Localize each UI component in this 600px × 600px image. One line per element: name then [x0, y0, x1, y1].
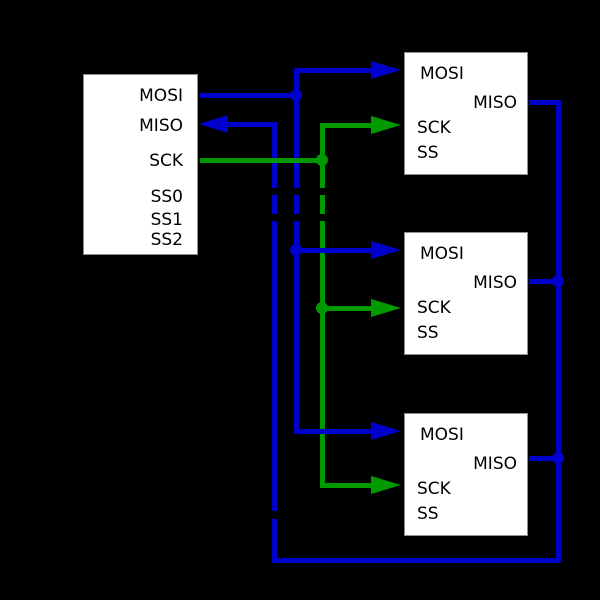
mosi-rail-segment — [294, 195, 299, 214]
miso-line-master-in — [226, 122, 276, 127]
sck-line-slave3 — [320, 483, 374, 488]
spi-slave1-box: MOSI MISO SCK SS — [404, 52, 528, 175]
slave2-pin-ss: SS — [417, 323, 439, 343]
mosi-rail-segment — [294, 68, 299, 188]
sck-arrowhead-slave1 — [371, 116, 401, 134]
sck-rail-segment — [320, 195, 325, 214]
slave3-pin-sck: SCK — [417, 479, 451, 499]
miso-right-rail — [556, 100, 561, 562]
slave3-pin-mosi: MOSI — [420, 425, 464, 445]
sck-arrowhead-slave2 — [371, 299, 401, 317]
miso-stub-slave3 — [529, 456, 560, 461]
sck-arrowhead-slave3 — [371, 476, 401, 494]
miso-return-segment — [272, 519, 277, 562]
sck-junction-dot-top — [316, 154, 328, 166]
master-pin-miso: MISO — [139, 116, 183, 136]
mosi-line-slave1 — [294, 68, 374, 73]
spi-slave2-box: MOSI MISO SCK SS — [404, 232, 528, 355]
mosi-junction-dot-top — [290, 89, 302, 101]
sck-rail-segment — [320, 221, 325, 487]
slave1-pin-sck: SCK — [417, 118, 451, 138]
slave1-pin-miso: MISO — [473, 93, 517, 113]
mosi-rail-segment — [294, 221, 299, 433]
slave1-pin-ss: SS — [417, 143, 439, 163]
master-pin-ss0: SS0 — [150, 187, 183, 207]
slave2-pin-miso: MISO — [473, 273, 517, 293]
sck-line-master-out — [200, 158, 324, 163]
master-pin-sck: SCK — [149, 151, 183, 171]
spi-master-box: MOSI MISO SCK SS0 SS1 SS2 — [83, 74, 198, 255]
slave2-pin-mosi: MOSI — [420, 244, 464, 264]
slave1-pin-mosi: MOSI — [420, 64, 464, 84]
miso-junction-dot-slave3 — [552, 452, 564, 464]
miso-stub-slave2 — [529, 279, 560, 284]
master-pin-ss1: SS1 — [150, 210, 183, 230]
miso-junction-dot-slave2 — [552, 275, 564, 287]
mosi-line-slave2 — [294, 248, 374, 253]
miso-stub-slave1 — [529, 100, 560, 105]
slave3-pin-ss: SS — [417, 504, 439, 524]
sck-line-slave2 — [320, 306, 374, 311]
mosi-line-master-out — [200, 93, 298, 98]
miso-return-segment — [272, 195, 277, 214]
spi-slave3-box: MOSI MISO SCK SS — [404, 413, 528, 536]
sck-junction-dot-mid — [316, 302, 328, 314]
miso-return-segment — [272, 221, 277, 511]
sck-line-slave1 — [320, 123, 374, 128]
miso-return-segment — [272, 122, 277, 188]
miso-arrowhead-master — [199, 115, 228, 133]
mosi-arrowhead-slave2 — [371, 241, 401, 259]
slave3-pin-miso: MISO — [473, 454, 517, 474]
mosi-line-slave3 — [294, 429, 374, 434]
slave2-pin-sck: SCK — [417, 298, 451, 318]
master-pin-ss2: SS2 — [150, 230, 183, 250]
mosi-arrowhead-slave1 — [371, 61, 401, 79]
miso-bottom-line — [272, 558, 560, 563]
mosi-arrowhead-slave3 — [371, 422, 401, 440]
master-pin-mosi: MOSI — [139, 86, 183, 106]
